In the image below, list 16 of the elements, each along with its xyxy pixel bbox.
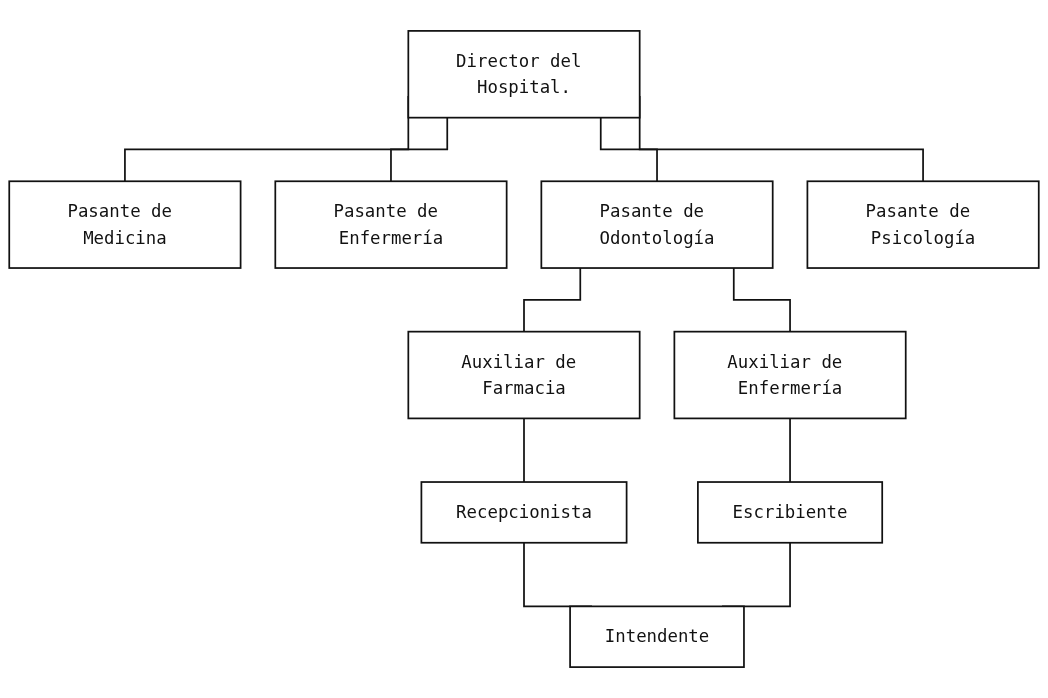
node-box: Recepcionista (420, 481, 628, 544)
connector (789, 417, 791, 483)
node-box: Auxiliar de Enfermería (673, 330, 907, 420)
node-box: Pasante de Psicología (806, 180, 1040, 269)
node-box: Pasante de Medicina (8, 180, 242, 269)
node-box: Intendente (569, 605, 745, 668)
connector (599, 116, 658, 183)
node-box: Escribiente (697, 481, 884, 544)
connector (390, 116, 449, 183)
node-box: Pasante de Odontología (540, 180, 774, 269)
connector (732, 267, 791, 333)
connector (523, 417, 525, 483)
connector (523, 267, 582, 333)
node-box: Pasante de Enfermería (274, 180, 508, 269)
node-box: Auxiliar de Farmacia (407, 330, 641, 420)
node-box: Director del Hospital. (407, 30, 641, 119)
